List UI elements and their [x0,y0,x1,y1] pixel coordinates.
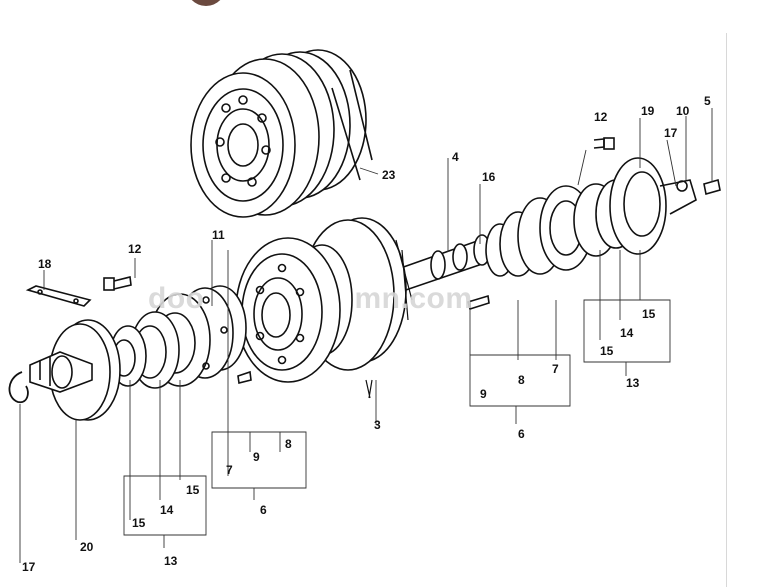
callout-23: 23 [382,168,396,182]
watermark-left: doo [148,282,205,315]
callout-18: 18 [38,257,52,271]
callout-15-right-a: 15 [642,307,656,321]
callout-10: 10 [676,104,690,118]
callout-3: 3 [374,418,381,432]
callout-11: 11 [212,228,225,242]
callout-8-left: 8 [285,437,292,451]
plug-5 [703,178,721,196]
plate-18 [25,285,92,307]
callout-17-right: 17 [664,126,678,140]
callout-14-left: 14 [160,503,174,517]
callout-7-right: 7 [552,362,559,376]
callout-17-left: 17 [22,560,36,574]
callout-6-right: 6 [518,427,525,441]
callout-8-right: 8 [518,373,525,387]
roller-body-3 [235,217,413,383]
end-cap-20 [29,319,121,421]
left-seal-group [109,285,247,389]
callout-20: 20 [80,540,94,554]
pin-9-right [467,294,490,311]
top-strip [0,0,763,22]
callout-19: 19 [641,104,655,118]
callout-5: 5 [704,94,711,108]
callout-15-left-b: 15 [132,516,146,530]
callout-9-left: 9 [253,450,260,464]
callout-13-right: 13 [626,376,640,390]
callout-15-left-a: 15 [186,483,200,497]
top-decoration [186,0,226,6]
ring-clip-17 [8,371,29,404]
callout-13-left: 13 [164,554,178,568]
watermark-right: mn.com [354,282,473,315]
callout-4: 4 [452,150,459,164]
pin-9-left [237,370,252,384]
watermark: doo mn.com [148,282,473,316]
bolt-12-right [593,137,615,150]
bolt-12-left [103,276,132,291]
callout-15-right-b: 15 [600,344,614,358]
callout-14-right: 14 [620,326,634,340]
callout-12-left: 12 [128,242,142,256]
wheel-23 [190,49,373,218]
callout-9-right: 9 [480,387,487,401]
callout-6-left: 6 [260,503,267,517]
callout-12-right: 12 [594,110,608,124]
callout-7-left: 7 [226,463,233,477]
right-seal-group [485,157,697,277]
callout-16: 16 [482,170,496,184]
